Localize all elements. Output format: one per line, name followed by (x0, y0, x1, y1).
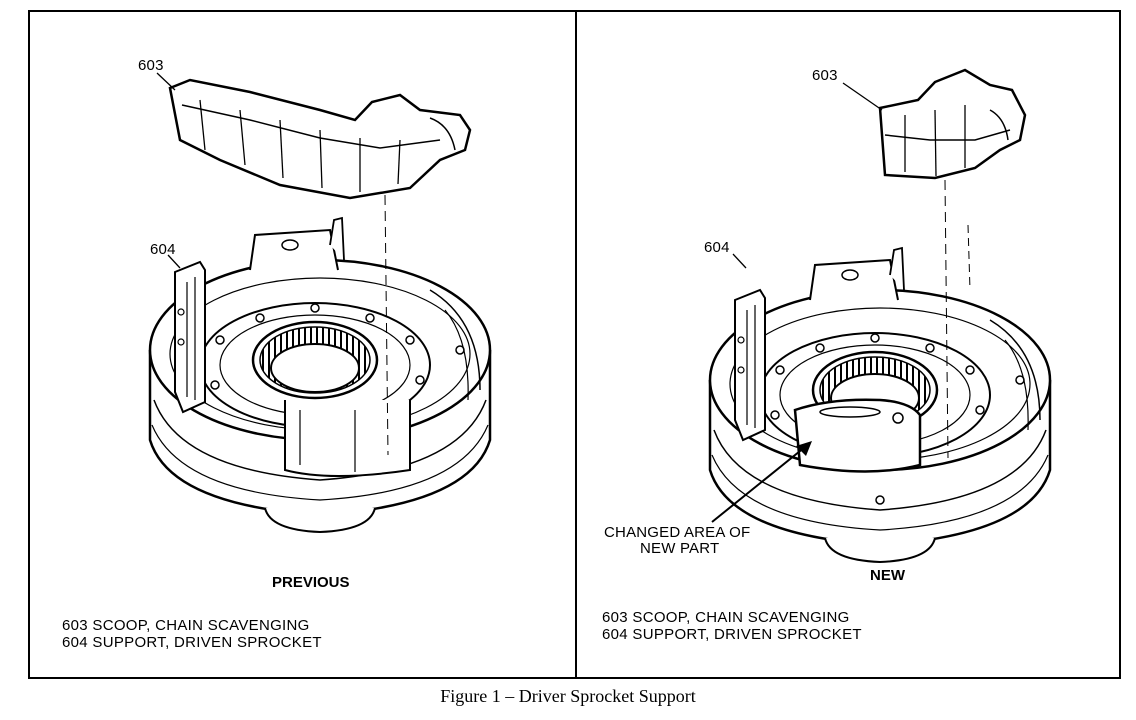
legend-previous: 603 SCOOP, CHAIN SCAVENGING 604 SUPPORT,… (62, 617, 322, 651)
callout-604-previous: 604 (150, 241, 176, 258)
figure-frame (28, 10, 1121, 679)
legend-item-604: 604 SUPPORT, DRIVEN SPROCKET (602, 626, 862, 643)
legend-item-603: 603 SCOOP, CHAIN SCAVENGING (62, 617, 310, 634)
legend-new: 603 SCOOP, CHAIN SCAVENGING 604 SUPPORT,… (602, 609, 862, 643)
legend-item-604: 604 SUPPORT, DRIVEN SPROCKET (62, 634, 322, 651)
callout-603-previous: 603 (138, 57, 164, 74)
new-assembly (708, 68, 1052, 564)
legend-item-603: 603 SCOOP, CHAIN SCAVENGING (602, 609, 850, 626)
previous-assembly (148, 72, 492, 534)
panel-caption-previous: PREVIOUS (272, 574, 350, 591)
callout-604-new: 604 (704, 239, 730, 256)
callout-603-new: 603 (812, 67, 838, 84)
changed-area-label-line2: NEW PART (640, 540, 720, 557)
figure-caption: Figure 1 – Driver Sprocket Support (440, 686, 696, 706)
panel-caption-new: NEW (870, 567, 905, 584)
panel-divider (575, 12, 577, 677)
changed-area-label-line1: CHANGED AREA OF (604, 524, 751, 541)
